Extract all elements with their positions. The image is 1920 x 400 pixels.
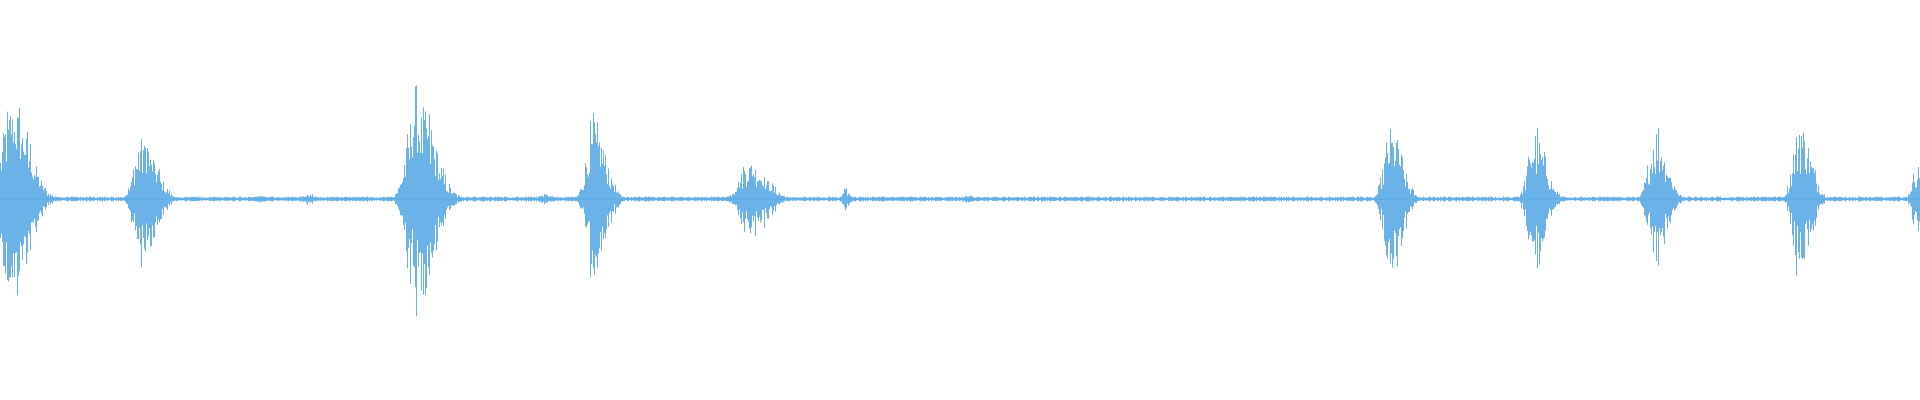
waveform-samples	[0, 85, 1920, 317]
waveform-peaks	[0, 85, 1920, 317]
